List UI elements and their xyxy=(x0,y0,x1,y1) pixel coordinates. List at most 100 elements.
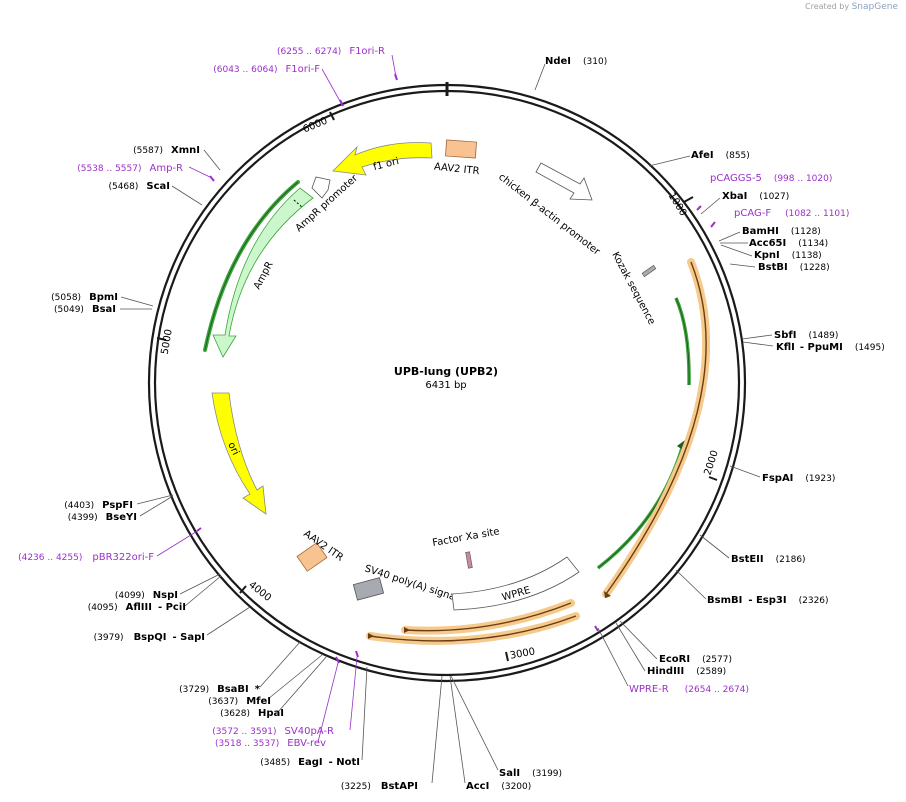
enzyme-afei[interactable]: AfeI(855) xyxy=(691,150,750,161)
enzyme-eagi[interactable]: (3485)EagI- NotI xyxy=(260,757,360,768)
f1-ori-feature[interactable] xyxy=(332,142,433,176)
leader-pbr322orif xyxy=(156,529,200,557)
primer-ebvrev[interactable]: (3518 .. 3537)EBV-rev xyxy=(215,738,326,749)
factor-xa-feature[interactable] xyxy=(465,551,473,569)
enzyme-acci[interactable]: AccI(3200) xyxy=(466,781,531,792)
enzyme-nspi[interactable]: (4099)NspI xyxy=(115,590,178,601)
primer-f1orif[interactable]: (6043 .. 6064)F1ori-F xyxy=(213,64,320,75)
enzyme-afliii[interactable]: (4095)AflIII- PciI xyxy=(88,602,186,613)
enzyme-hindiii[interactable]: HindIII(2589) xyxy=(647,666,726,677)
primer-pbr322orif[interactable]: (4236 .. 4255)pBR322ori-F xyxy=(18,552,154,563)
kozak-label: Kozak sequence xyxy=(609,250,657,326)
primer-pcagf-name: pCAG-F xyxy=(734,208,771,219)
enzyme-eagi-name: EagI xyxy=(298,757,322,768)
enzyme-sbfi[interactable]: SbfI(1489) xyxy=(774,330,838,341)
enzyme-kfli-name: KflI xyxy=(776,342,795,353)
primer-f1orir[interactable]: (6255 .. 6274) F1ori-R xyxy=(277,46,385,57)
aav2-itr-top-feature[interactable] xyxy=(445,139,477,159)
enzyme-kfli[interactable]: KflI- PpuMI(1495) xyxy=(776,342,885,353)
enzyme-bspqi-pos: (3979) xyxy=(94,633,124,643)
enzyme-hpai[interactable]: (3628)HpaI xyxy=(220,708,284,719)
enzyme-bsai[interactable]: (5049)BsaI xyxy=(54,304,116,315)
enzyme-bsabi-extra: * xyxy=(255,684,261,695)
enzyme-kfli-extra: - PpuMI xyxy=(800,342,843,353)
enzyme-ndei[interactable]: NdeI(310) xyxy=(545,56,607,67)
primer-wprer[interactable]: WPRE-R(2654 .. 2674) xyxy=(629,684,749,695)
enzyme-ndei-pos: (310) xyxy=(583,57,607,67)
primer-pcagf[interactable]: pCAG-F(1082 .. 1101) xyxy=(734,208,849,219)
enzyme-xbai-pos: (1027) xyxy=(759,192,789,202)
snapgene-credit: Created by SnapGene xyxy=(805,2,898,12)
enzyme-acci-pos: (3200) xyxy=(501,782,531,792)
enzyme-pspfi[interactable]: (4403)PspFI xyxy=(64,500,133,511)
enzyme-ecori-name: EcoRI xyxy=(659,654,690,665)
enzyme-bspqi[interactable]: (3979)BspQI- SapI xyxy=(94,632,205,643)
leader-amprprimer xyxy=(188,166,213,179)
primer-sv40par[interactable]: (3572 .. 3591)SV40pA-R xyxy=(212,726,334,737)
enzyme-bstapi[interactable]: (3225)BstAPI xyxy=(341,781,418,792)
enzyme-xbai[interactable]: XbaI(1027) xyxy=(722,191,789,202)
enzyme-bstapi-pos: (3225) xyxy=(341,782,371,792)
leader-bsabi xyxy=(259,641,301,688)
enzyme-xmni[interactable]: (5587)XmnI xyxy=(133,145,200,156)
primer-mark-sv40par xyxy=(355,650,359,658)
credit-text: Created by xyxy=(805,2,850,11)
ampr-orf-arrow-line xyxy=(204,181,299,351)
enzyme-acc65i-name: Acc65I xyxy=(749,238,786,249)
enzyme-bsai-pos: (5049) xyxy=(54,305,84,315)
primer-amprprimer[interactable]: (5538 .. 5557)Amp-R xyxy=(77,163,183,174)
primer-pcaggs5[interactable]: pCAGGS-5(998 .. 1020) xyxy=(710,173,832,184)
ampr-feature[interactable] xyxy=(212,187,314,358)
enzyme-eagi-extra: - NotI xyxy=(329,757,360,768)
enzyme-scai-name: ScaI xyxy=(146,181,170,192)
enzyme-kpni[interactable]: KpnI(1138) xyxy=(754,250,822,261)
primer-f1orir-range: (6255 .. 6274) xyxy=(277,47,341,57)
enzyme-bsteii[interactable]: BstEII(2186) xyxy=(731,554,806,565)
enzyme-fspai[interactable]: FspAI(1923) xyxy=(762,473,835,484)
snapgene-logo-text: SnapGene xyxy=(851,2,898,12)
primer-f1orir-name: F1ori-R xyxy=(349,46,385,57)
enzyme-sali[interactable]: SalI(3199) xyxy=(499,768,562,779)
enzyme-ecori[interactable]: EcoRI(2577) xyxy=(659,654,732,665)
leader-bstapi xyxy=(431,675,443,784)
aav2-itr-bottom-feature[interactable] xyxy=(296,542,328,572)
enzyme-bstbi[interactable]: BstBI(1228) xyxy=(758,262,830,273)
kozak-feature[interactable] xyxy=(641,264,657,278)
leader-afliii xyxy=(184,575,222,607)
leader-afei xyxy=(648,155,691,167)
enzyme-bsabi[interactable]: (3729)BsaBI* xyxy=(179,684,261,695)
enzyme-hindiii-name: HindIII xyxy=(647,666,684,677)
enzyme-acc65i[interactable]: Acc65I(1134) xyxy=(749,238,828,249)
primer-wprer-range: (2654 .. 2674) xyxy=(685,685,749,695)
enzyme-bseyi[interactable]: (4399)BseYI xyxy=(68,512,137,523)
primer-mark-pcaggs5 xyxy=(696,205,702,211)
leader-scai xyxy=(171,185,203,206)
enzyme-pspfi-pos: (4403) xyxy=(64,501,94,511)
enzyme-hpai-name: HpaI xyxy=(258,708,284,719)
enzyme-bsmbi[interactable]: BsmBI- Esp3I(2326) xyxy=(707,595,829,606)
enzyme-bamhi[interactable]: BamHI(1128) xyxy=(742,226,821,237)
ori-feature[interactable] xyxy=(211,392,267,515)
ampr-promoter-feature[interactable] xyxy=(311,176,331,199)
aav2-itr-top-label: AAV2 ITR xyxy=(433,162,480,178)
enzyme-scai[interactable]: (5468)ScaI xyxy=(108,181,170,192)
enzyme-bpmi[interactable]: (5058)BpmI xyxy=(51,292,118,303)
enzyme-leader-lines xyxy=(120,54,774,784)
enzyme-bsteii-pos: (2186) xyxy=(776,555,806,565)
leader-bspqi xyxy=(206,606,251,636)
leader-ebvrev xyxy=(317,662,339,743)
enzyme-mfei-pos: (3637) xyxy=(208,697,238,707)
sv40-polya-feature[interactable] xyxy=(352,577,385,601)
cba-promoter-feature[interactable] xyxy=(535,162,593,201)
enzyme-mfei[interactable]: (3637)MfeI xyxy=(208,696,271,707)
leader-ecori xyxy=(619,620,658,660)
tick-3000: 3000 xyxy=(509,646,536,661)
primer-sv40par-range: (3572 .. 3591) xyxy=(212,727,276,737)
wpre-feature[interactable] xyxy=(451,556,580,611)
enzyme-bspqi-name: BspQI xyxy=(134,632,167,643)
primer-mark-ampr xyxy=(209,175,215,182)
enzyme-bseyi-pos: (4399) xyxy=(68,513,98,523)
enzyme-bsmbi-name: BsmBI xyxy=(707,595,742,606)
leader-sali xyxy=(450,675,499,771)
